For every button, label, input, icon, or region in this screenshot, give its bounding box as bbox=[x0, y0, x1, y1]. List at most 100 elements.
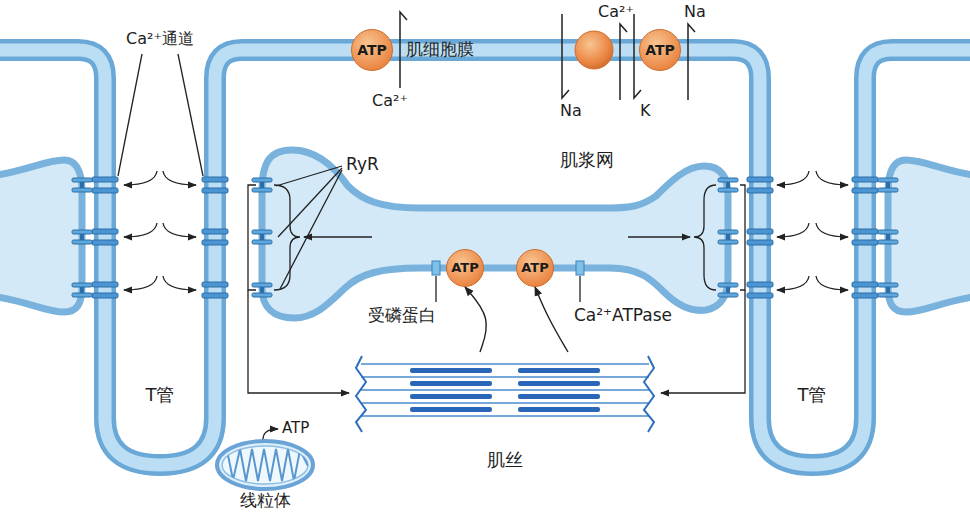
membrane-label: 肌细胞膜 bbox=[406, 40, 474, 60]
myofilament: 肌丝 bbox=[352, 352, 658, 471]
myofilament-drawing bbox=[356, 356, 654, 432]
calcium-channel bbox=[202, 229, 228, 245]
calcium-channel bbox=[747, 177, 773, 193]
sr-central bbox=[262, 150, 728, 318]
leader-line bbox=[276, 166, 342, 186]
calcium-flow-arrows bbox=[124, 171, 848, 290]
protein-label: Ca²⁺ATPase bbox=[574, 306, 672, 326]
atp-pump: ATP bbox=[446, 249, 484, 287]
membrane-core bbox=[0, 50, 970, 465]
calcium-channel bbox=[747, 229, 773, 245]
flow-arrow bbox=[124, 276, 157, 290]
calcium-channel bbox=[202, 177, 228, 193]
thin-filament bbox=[361, 376, 649, 377]
leader-line bbox=[178, 54, 203, 176]
thick-filament bbox=[410, 381, 492, 386]
calcium-channel bbox=[747, 282, 773, 298]
atp-pump: ATP bbox=[516, 249, 554, 287]
leader-line bbox=[280, 170, 342, 289]
organelle-label: 肌浆网 bbox=[560, 150, 614, 171]
flow-arrow bbox=[816, 276, 848, 290]
atp-pump: ATP bbox=[351, 29, 393, 71]
ryr-symbol bbox=[72, 283, 92, 297]
ryanodine-receptors bbox=[72, 178, 898, 297]
brace bbox=[694, 185, 716, 290]
mitochondrion-drawing bbox=[217, 441, 313, 489]
ryr-symbol bbox=[72, 178, 92, 192]
bracket bbox=[740, 185, 745, 290]
tubule-label: T管 bbox=[146, 385, 175, 406]
calcium-channel bbox=[852, 282, 878, 298]
calcium-channels bbox=[92, 177, 878, 298]
calcium-channel bbox=[92, 177, 118, 193]
exchanger-circle bbox=[575, 31, 613, 69]
flow-arrow bbox=[777, 171, 809, 185]
calcium-channel bbox=[92, 282, 118, 298]
bracket bbox=[248, 185, 256, 290]
sr-right bbox=[888, 160, 970, 312]
flow-arrow bbox=[163, 223, 196, 237]
node-label: 线粒体 bbox=[240, 491, 291, 511]
mitochondrion: 线粒体 bbox=[212, 439, 318, 511]
thick-filament bbox=[518, 394, 600, 399]
atp-pump: ATP bbox=[639, 29, 681, 71]
receptor-label: RyR bbox=[346, 155, 379, 175]
leader-line bbox=[278, 168, 342, 237]
calcium-channel bbox=[852, 177, 878, 193]
leader-line bbox=[435, 276, 436, 302]
transport-arrow bbox=[400, 12, 407, 88]
leader-line bbox=[579, 276, 580, 302]
node-label: ATP bbox=[645, 42, 675, 58]
ion-label: Na bbox=[560, 102, 582, 120]
flow-arrow bbox=[777, 276, 809, 290]
release-arrow bbox=[628, 236, 690, 237]
ryr-symbol bbox=[878, 178, 898, 192]
flow-arrow bbox=[124, 223, 157, 237]
transport-arrow bbox=[620, 24, 627, 100]
node-label: ATP bbox=[451, 261, 478, 276]
z-line bbox=[356, 356, 366, 432]
ion-label: Ca²⁺ bbox=[598, 3, 634, 21]
phospholamban bbox=[432, 261, 440, 275]
thin-filament bbox=[361, 402, 649, 403]
flow-connector bbox=[535, 287, 568, 352]
release-line bbox=[661, 290, 745, 393]
ryr-symbol bbox=[718, 178, 738, 192]
thin-filament bbox=[361, 389, 649, 390]
thick-filament bbox=[518, 381, 600, 386]
thick-filament bbox=[410, 407, 492, 412]
flow-arrow bbox=[816, 171, 848, 185]
calcium-channel bbox=[852, 229, 878, 245]
cristae bbox=[220, 449, 308, 481]
sarcoplasmic-reticulum bbox=[0, 150, 970, 318]
thick-filaments bbox=[410, 368, 600, 412]
flow-connector bbox=[465, 287, 486, 352]
release-arrow bbox=[304, 236, 372, 237]
membrane-transport bbox=[400, 12, 695, 100]
transport-arrow bbox=[562, 14, 569, 98]
channel-label: Ca²⁺通道 bbox=[126, 30, 194, 48]
flow-arrow bbox=[163, 276, 196, 290]
flow-arrow bbox=[777, 223, 809, 237]
ryr-symbol bbox=[718, 283, 738, 297]
atpase-marker bbox=[576, 261, 584, 275]
mitochondrion-outer bbox=[217, 441, 313, 489]
thin-filament bbox=[361, 415, 649, 416]
thick-filament bbox=[518, 368, 600, 373]
thick-filament bbox=[410, 394, 492, 399]
ion-label: K bbox=[640, 102, 651, 120]
sarcolemma bbox=[0, 50, 970, 465]
ion-label: Ca²⁺ bbox=[372, 92, 408, 110]
brackets-and-leaders bbox=[118, 54, 745, 441]
thin-filaments bbox=[361, 364, 649, 416]
calcium-channel bbox=[202, 282, 228, 298]
tubule-label: T管 bbox=[798, 385, 827, 406]
ryr-symbol bbox=[718, 230, 738, 244]
thin-filament bbox=[361, 363, 649, 364]
ryr-symbol bbox=[878, 283, 898, 297]
protein-label: 受磷蛋白 bbox=[368, 306, 436, 326]
